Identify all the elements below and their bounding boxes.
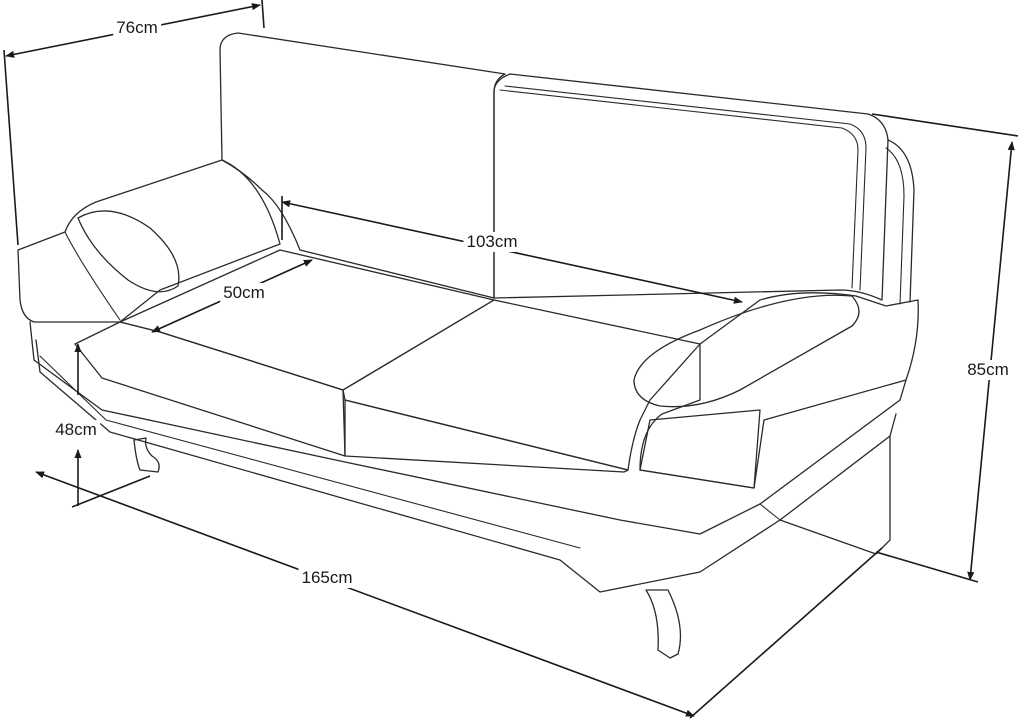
left-armrest bbox=[17, 159, 281, 323]
back-cushion-right-piping-2 bbox=[504, 85, 867, 291]
right-armrest bbox=[639, 292, 919, 489]
sofa-base-lower bbox=[35, 339, 897, 593]
seat-front-face-right bbox=[344, 399, 629, 473]
sofa-base-back bbox=[759, 503, 781, 521]
dimension-seat-height-label: 48cm bbox=[52, 420, 100, 440]
dimension-length-label: 165cm bbox=[298, 568, 356, 588]
seat-cushion-right bbox=[342, 299, 701, 471]
leg-right bbox=[645, 589, 682, 659]
dimension-height-label: 85cm bbox=[964, 360, 1012, 380]
right-armrest-front bbox=[639, 409, 761, 489]
leg-left bbox=[133, 437, 160, 473]
sofa-outline bbox=[17, 32, 919, 659]
dimension-seat-depth-label: 50cm bbox=[220, 283, 268, 303]
dimension-depth-label: 76cm bbox=[113, 18, 161, 38]
left-armrest-pillow-fold bbox=[64, 231, 121, 321]
back-frame-right bbox=[887, 139, 915, 303]
seat-cushion-left bbox=[119, 249, 495, 391]
dim-length-ext-right bbox=[689, 547, 883, 719]
dim-seat-height-ext bbox=[71, 475, 151, 508]
dim-seat-width-line bbox=[281, 200, 743, 304]
dimension-seat-width-label: 103cm bbox=[463, 232, 521, 252]
sofa-base bbox=[29, 321, 907, 535]
right-armrest-pillow bbox=[633, 294, 860, 408]
seat-front-face bbox=[74, 321, 346, 457]
dimension-lines bbox=[3, 0, 1019, 719]
back-cushion-right-piping bbox=[499, 89, 859, 289]
back-frame-right-inner bbox=[885, 147, 905, 305]
back-cushion-right bbox=[493, 73, 889, 301]
sofa-base-mid bbox=[39, 355, 581, 549]
dim-depth-ext-left bbox=[3, 49, 19, 246]
dim-height-ext-bottom bbox=[875, 551, 979, 583]
dim-depth-ext-right bbox=[261, 0, 265, 29]
back-panel-bottom bbox=[779, 435, 891, 555]
dim-height-ext-top bbox=[871, 113, 1019, 137]
dim-length-line bbox=[35, 471, 695, 717]
